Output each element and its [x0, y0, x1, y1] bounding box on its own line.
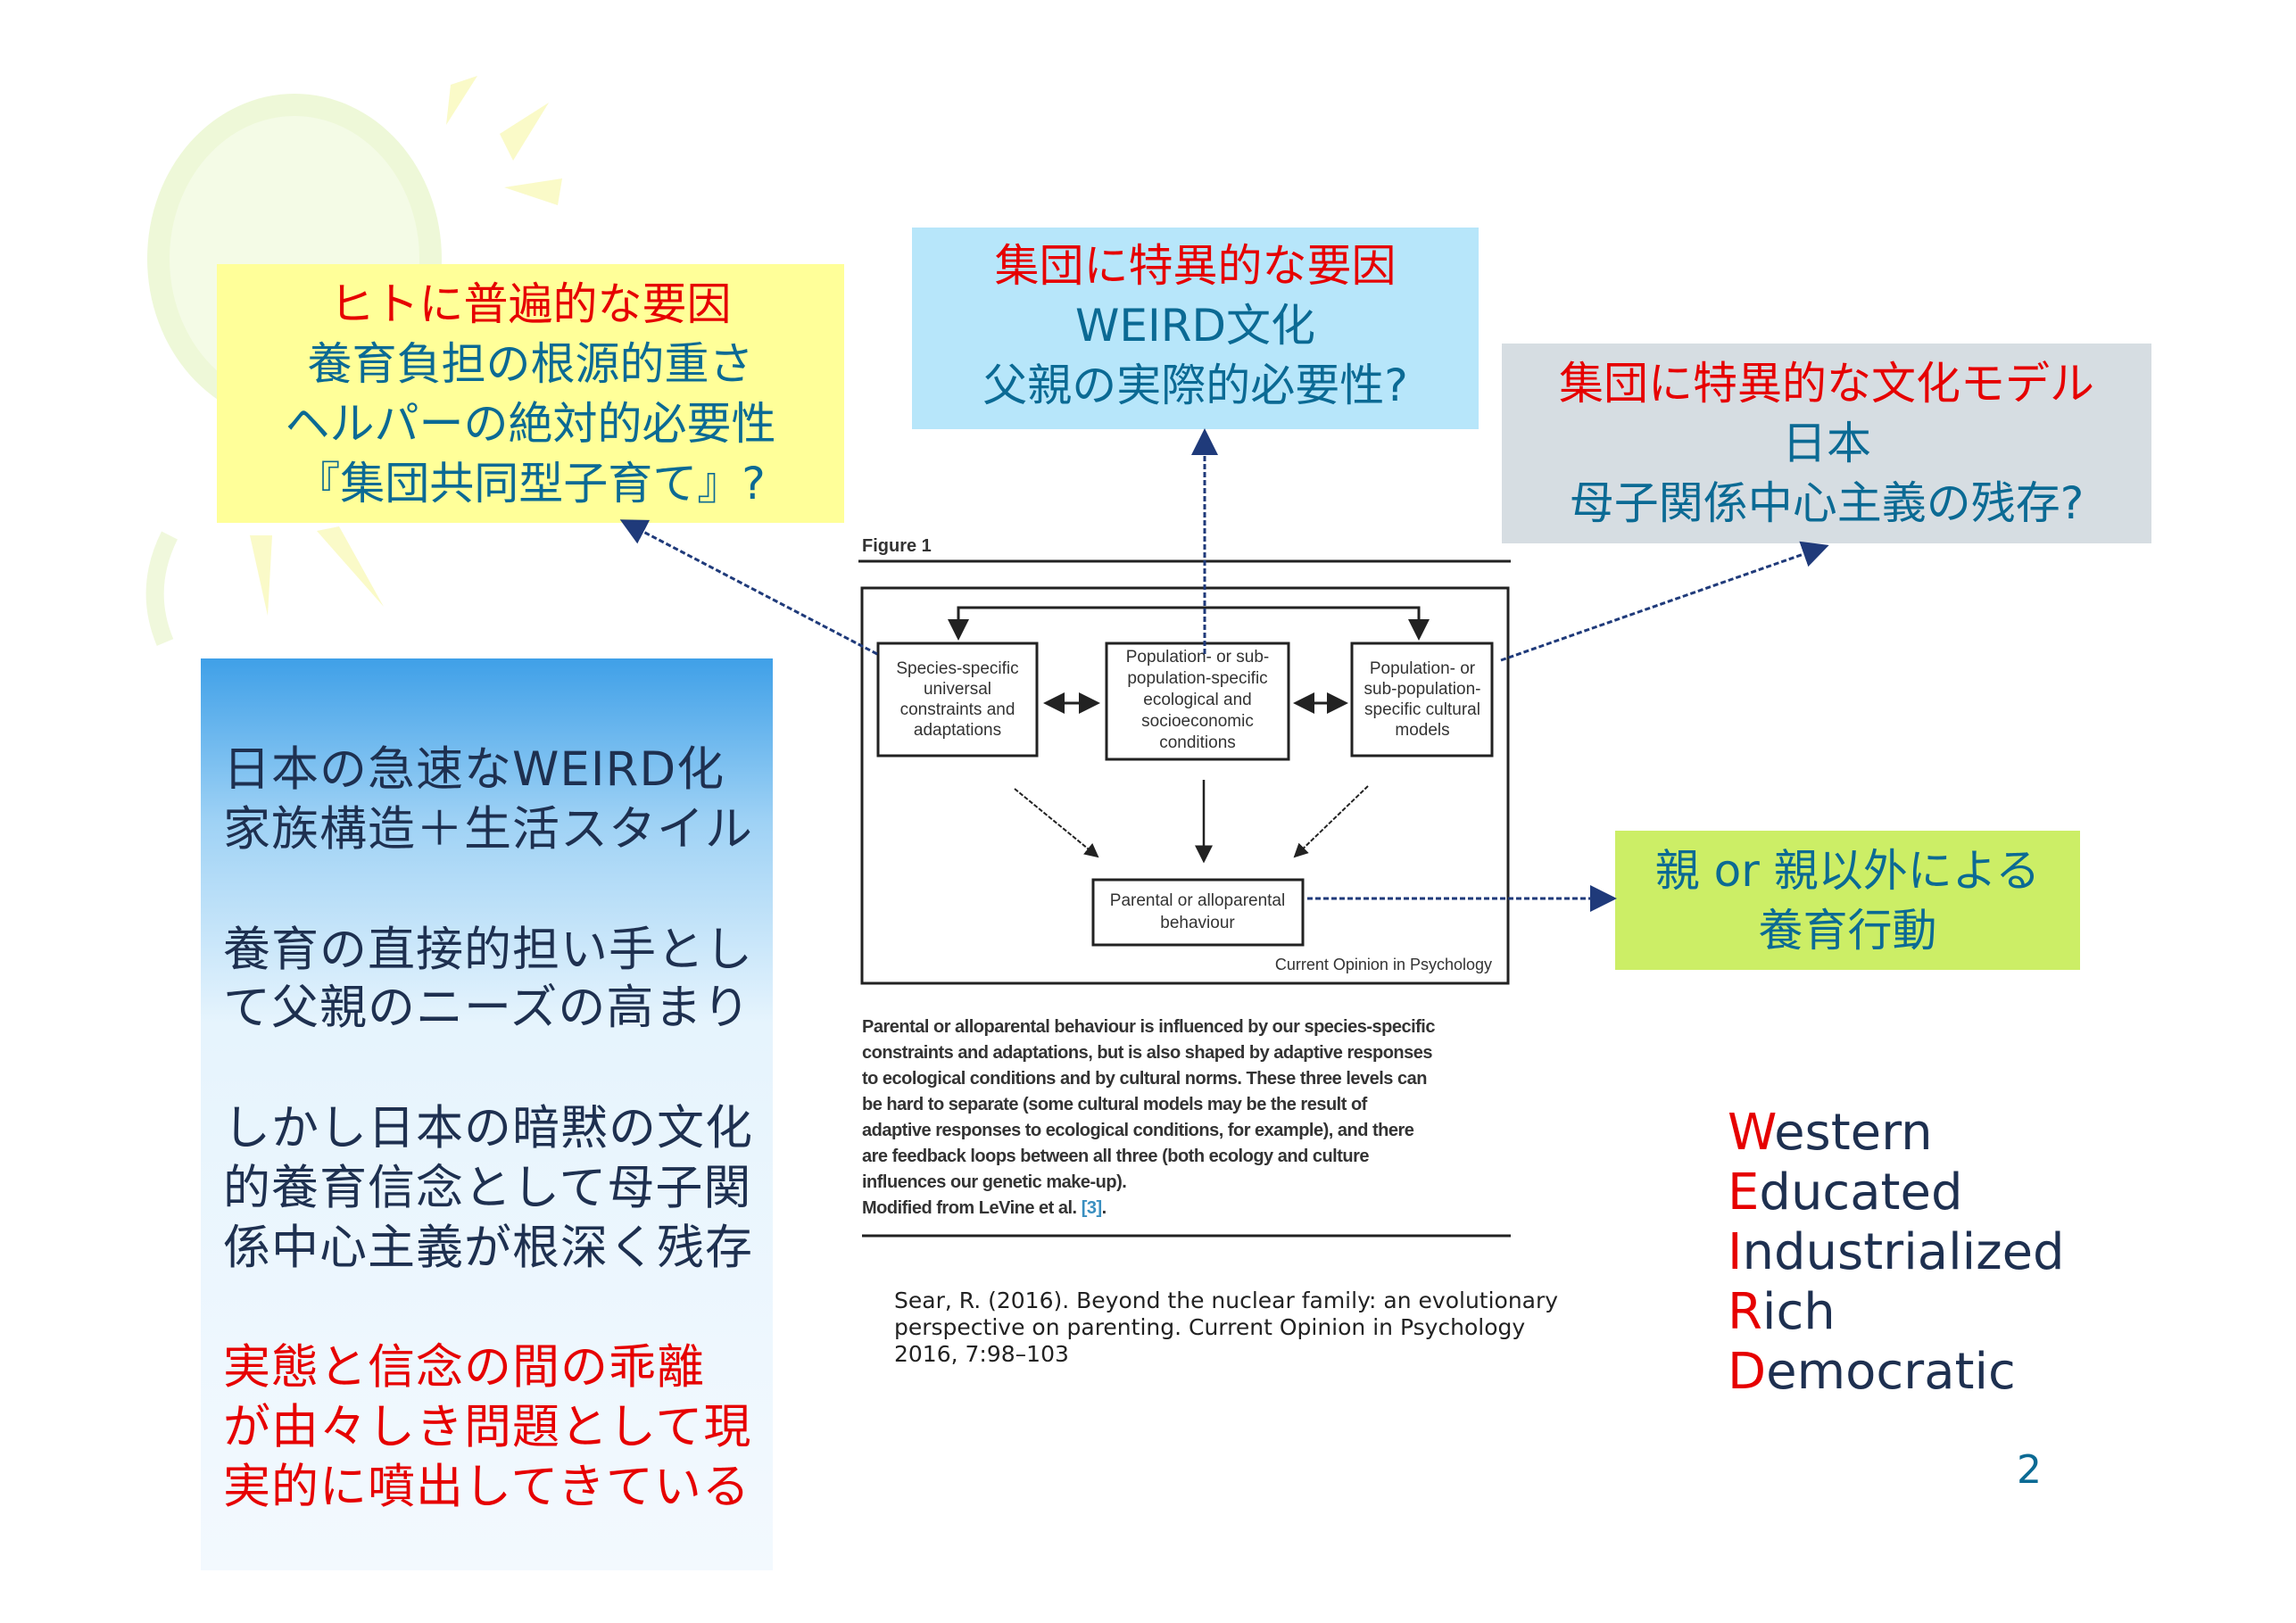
- influence-arrow: [1014, 788, 1099, 858]
- box-line: 養育行動: [1758, 905, 1937, 956]
- caption-line: influences our genetic make-up).: [862, 1172, 1127, 1192]
- box-line: 日本: [1782, 418, 1871, 469]
- cultural-line: sub-population-: [1364, 680, 1481, 699]
- citation-line: perspective on parenting. Current Opinio…: [894, 1314, 1526, 1340]
- ecological-line: population-specific: [1127, 669, 1267, 688]
- box-line: 親 or 親以外による: [1654, 845, 2041, 897]
- panel-line-highlight: 実的に噴出してきている: [223, 1460, 750, 1514]
- cultural-line: specific cultural: [1364, 700, 1480, 719]
- panel-line: しかし日本の暗黙の文化: [223, 1101, 753, 1155]
- reference-link[interactable]: [3]: [1081, 1198, 1102, 1218]
- acronym-democratic: Democratic: [1728, 1343, 2016, 1401]
- feedback-arrow: [948, 606, 1430, 641]
- box-line: 父親の実際的必要性?: [982, 360, 1408, 411]
- ecological-box: [1105, 642, 1290, 761]
- behaviour-box: [1091, 878, 1305, 947]
- behaviour-line: Parental or alloparental: [1110, 891, 1285, 910]
- cultural-line: models: [1395, 721, 1449, 740]
- acronym-educated: Educated: [1728, 1163, 1963, 1221]
- box-heading: ヒトに普遍的な要因: [329, 278, 732, 330]
- panel-line-highlight: が由々しき問題として現: [223, 1400, 752, 1454]
- parenting-behavior-box: 親 or 親以外による 養育行動: [1615, 831, 2080, 970]
- ref-end: .: [1101, 1198, 1107, 1218]
- box-heading: 集団に特異的な要因: [994, 240, 1397, 292]
- panel-line: 家族構造＋生活スタイル: [223, 802, 753, 857]
- species-line: adaptations: [914, 721, 1001, 740]
- caption-line: be hard to separate (some cultural model…: [862, 1095, 1367, 1114]
- caption-line: constraints and adaptations, but is also…: [862, 1043, 1433, 1063]
- figure-title: Figure 1: [862, 536, 932, 556]
- caption-line: adaptive responses to ecological conditi…: [862, 1121, 1414, 1140]
- panel-line: て父親のニーズの高まり: [223, 981, 751, 1035]
- box-line: WEIRD文化: [1074, 300, 1316, 352]
- cultural-line: Population- or: [1370, 659, 1476, 678]
- summary-panel: [201, 658, 773, 1570]
- modified-from: Modified from LeVine et al.: [862, 1198, 1077, 1218]
- species-line: Species-specific: [896, 659, 1018, 678]
- panel-line: 的養育信念として母子関: [223, 1161, 752, 1215]
- page-number: 2: [2017, 1447, 2042, 1493]
- panel-line: 養育の直接的担い手とし: [223, 923, 753, 977]
- group-factors-box: 集団に特異的な要因 WEIRD文化 父親の実際的必要性?: [912, 228, 1479, 429]
- figure-frame: [860, 586, 1510, 985]
- acronym-rich: Rich: [1728, 1283, 1836, 1341]
- box-line: ヘルパーの絶対的必要性: [285, 398, 776, 450]
- caption-line: to ecological conditions and by cultural…: [862, 1069, 1427, 1089]
- panel-line: 係中心主義が根深く残存: [223, 1221, 753, 1275]
- universal-factors-box: ヒトに普遍的な要因 養育負担の根源的重さ ヘルパーの絶対的必要性 『集団共同型子…: [217, 264, 844, 523]
- box-line: 母子関係中心主義の残存?: [1569, 477, 2085, 529]
- cultural-model-box: 集団に特異的な文化モデル 日本 母子関係中心主義の残存?: [1502, 344, 2151, 543]
- caption-line: are feedback loops between all three (bo…: [862, 1147, 1370, 1166]
- box-line: 『集団共同型子育て』?: [295, 458, 766, 509]
- acronym-industrialized: Industrialized: [1728, 1223, 2065, 1281]
- box-heading: 集団に特異的な文化モデル: [1559, 358, 2094, 410]
- behaviour-line: behaviour: [1160, 914, 1235, 932]
- box-line: 養育負担の根源的重さ: [307, 338, 754, 390]
- connector-universal: [619, 519, 878, 656]
- ecological-line: socioeconomic: [1141, 712, 1254, 731]
- citation-line: 2016, 7:98–103: [894, 1341, 1069, 1367]
- caption-line: Parental or alloparental behaviour is in…: [862, 1017, 1436, 1037]
- figure-source: Current Opinion in Psychology: [1275, 956, 1492, 973]
- ecological-line: ecological and: [1143, 691, 1251, 709]
- influence-arrow: [1293, 785, 1369, 858]
- connector-culture: [1500, 541, 1829, 662]
- caption-modified: Modified from LeVine et al. [3].: [862, 1198, 1107, 1219]
- acronym-western: Western: [1728, 1104, 1933, 1162]
- panel-line-highlight: 実態と信念の間の乖離: [223, 1340, 705, 1395]
- citation-line: Sear, R. (2016). Beyond the nuclear fami…: [894, 1288, 1559, 1313]
- cultural-box: [1350, 642, 1494, 758]
- species-box: [876, 642, 1039, 758]
- panel-line: 日本の急速なWEIRD化: [223, 742, 725, 797]
- species-line: universal: [924, 680, 991, 699]
- ecological-line: Population- or sub-: [1126, 648, 1270, 667]
- species-line: constraints and: [900, 700, 1015, 719]
- ecological-line: conditions: [1159, 733, 1236, 752]
